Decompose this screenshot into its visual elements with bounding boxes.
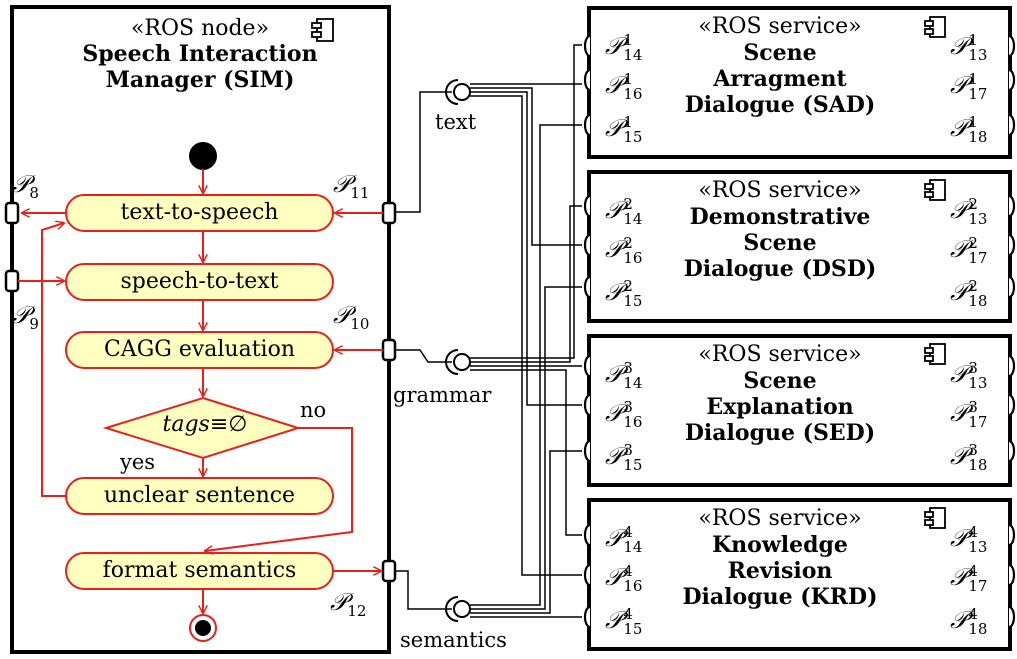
activity-format-label: format semantics [102, 558, 297, 583]
decision-label: tags≡∅ [140, 412, 270, 437]
activity-cagg-label: CAGG evaluation [103, 337, 296, 362]
component-icon-sad [924, 16, 946, 38]
port-p12 [381, 559, 397, 583]
sim-ports [4, 201, 397, 583]
port-p11 [381, 201, 397, 225]
port-label-p8: 𝒫8 [12, 170, 39, 202]
service-name-line: Scene [743, 230, 817, 256]
activity-cagg [65, 331, 334, 369]
port-p10 [381, 338, 397, 362]
decision-cond: ≡∅ [209, 412, 248, 437]
component-icon-krd [924, 507, 946, 529]
port-label-p11: 𝒫11 [333, 170, 370, 202]
component-icon-sed [924, 343, 946, 365]
service-name-line: Revision [727, 558, 833, 584]
wiring [396, 44, 582, 618]
service-name-line: Arragment [713, 66, 847, 92]
sim-name-line2: Manager (SIM) [105, 67, 295, 93]
activity-diagram [65, 142, 334, 642]
port-p8 [4, 201, 20, 225]
service-name-line: Scene [743, 40, 817, 66]
component-icon-dsd [924, 179, 946, 201]
activity-unclear-label: unclear sentence [103, 483, 296, 508]
activity-tts-label: text-to-speech [120, 200, 279, 225]
semantics-interface-symbol [445, 596, 471, 622]
service-name-line: Dialogue (SED) [684, 420, 876, 446]
decision-tags: tags [162, 412, 210, 437]
decision-yes-label: yes [120, 450, 156, 474]
service-name-line: Dialogue (SAD) [684, 92, 876, 118]
service-stereotype: «ROS service» [698, 178, 862, 203]
activity-stt [65, 263, 334, 301]
grammar-interface-symbol [445, 349, 471, 375]
sim-stereotype: «ROS node» [130, 16, 270, 41]
port-label-p9: 𝒫9 [12, 301, 39, 333]
service-stereotype: «ROS service» [698, 506, 862, 531]
initial-node [189, 142, 217, 170]
service-component-icons [924, 16, 946, 529]
final-node-inner [195, 620, 211, 636]
service-name-line: Explanation [706, 394, 854, 420]
interface-label-text: text [435, 110, 477, 134]
sim-name-line1: Speech Interaction [82, 41, 318, 67]
port-label-p10: 𝒫10 [333, 301, 370, 333]
interface-label-grammar: grammar [393, 383, 492, 407]
interface-symbols [445, 79, 471, 622]
service-stereotype: «ROS service» [698, 14, 862, 39]
service-name-line: Dialogue (KRD) [682, 584, 878, 610]
sim-component-icon [311, 18, 334, 42]
activity-stt-label: speech-to-text [120, 269, 279, 294]
text-interface-symbol [445, 79, 471, 105]
service-name-line: Knowledge [712, 532, 848, 558]
service-ports [583, 34, 1016, 629]
activity-flows [18, 169, 383, 613]
interface-label-semantics: semantics [400, 628, 507, 652]
service-name-line: Demonstrative [689, 204, 871, 230]
port-p9 [4, 269, 20, 293]
port-label-p12: 𝒫12 [330, 588, 367, 620]
service-name-line: Scene [743, 368, 817, 394]
service-name-line: Dialogue (DSD) [683, 256, 877, 282]
decision-no-label: no [300, 398, 327, 422]
service-stereotype: «ROS service» [698, 342, 862, 367]
